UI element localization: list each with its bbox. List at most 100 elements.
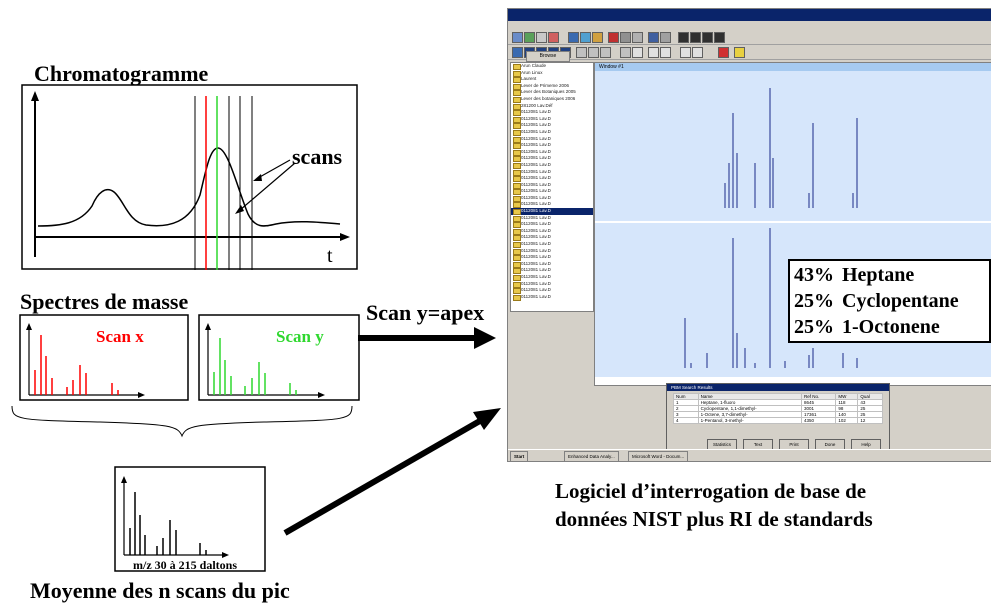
result-percent: 25%	[794, 316, 834, 338]
spectrum-y-peaks	[213, 338, 297, 395]
arrow	[26, 323, 32, 330]
scans-arrow-2	[239, 162, 296, 211]
tree-item[interactable]: 0112081 Lav.D	[511, 248, 593, 255]
tree-item[interactable]: Lever des Botaniques 2005	[511, 89, 593, 96]
tree-item[interactable]: 0112081 Lav.D	[511, 254, 593, 261]
tree-item[interactable]: 0112081 Lav.D	[511, 241, 593, 248]
tree-item[interactable]: 0112081 Lav.D	[511, 195, 593, 202]
result-row: 25% Cyclopentane	[794, 290, 959, 313]
tree-item[interactable]: 0112081 Lav.D	[511, 182, 593, 189]
tree-item[interactable]: 0112081 Lav.D	[511, 129, 593, 136]
tree-item[interactable]: 0112081 Lav.D	[511, 116, 593, 123]
table-cell: 4	[673, 417, 699, 424]
tree-item[interactable]: 0112081 Lav.D	[511, 208, 593, 215]
result-percent: 25%	[794, 290, 834, 312]
scans-arrowhead-1	[253, 174, 262, 181]
middle-spectrum-peaks	[684, 228, 858, 368]
spectrum-x-frame	[19, 314, 189, 401]
tree-item[interactable]: 0112081 Lav.D	[511, 221, 593, 228]
dialog-title: PBM Search Results	[667, 384, 889, 391]
scans-arrowhead-2	[235, 205, 244, 214]
time-axis-label: t	[327, 245, 333, 267]
mass-spectra-title: Spectres de masse	[20, 289, 189, 314]
arrow	[205, 323, 211, 330]
screenshot-spectra	[684, 88, 858, 368]
spectrum-pane-top	[595, 71, 991, 221]
average-spectrum-peaks	[129, 492, 207, 555]
tree-item[interactable]: 0112081 Lav.D	[511, 188, 593, 195]
spectrum-x-peaks	[34, 335, 119, 395]
result-name: Cyclopentane	[842, 290, 959, 312]
result-row: 43% Heptane	[794, 264, 914, 287]
scan-x-label: Scan x	[96, 327, 144, 346]
average-arrow	[283, 415, 487, 536]
tree-item[interactable]: 0112081 Lav.D	[511, 274, 593, 281]
tree-item[interactable]: 0112081 Lav.D	[511, 228, 593, 235]
tree-item[interactable]: Lever de Primeme 2006	[511, 83, 593, 90]
result-name: Heptane	[842, 264, 915, 286]
arrow	[222, 552, 229, 558]
tree-item[interactable]: 281200 Lav.Déf	[511, 103, 593, 110]
tree-item[interactable]: 0112081 Lav.D	[511, 149, 593, 156]
apex-arrowhead	[474, 327, 496, 349]
tree-item[interactable]: Lever des botaniques 2006	[511, 96, 593, 103]
arrow	[121, 476, 127, 483]
tree-item[interactable]: 0112081 Lav.D	[511, 162, 593, 169]
scan-apex-label: Scan y=apex	[366, 300, 485, 325]
identification-results-box: 43% Heptane 25% Cyclopentane 25% 1-Octonene	[788, 259, 991, 343]
tree-item[interactable]: Laurent	[511, 76, 593, 83]
mz-range-label: m/z 30 à 215 daltons	[133, 558, 238, 572]
window-titlebar	[508, 9, 991, 21]
y-axis-arrow	[31, 91, 39, 101]
chromatogram-frame	[21, 84, 358, 270]
table-cell: 102	[835, 417, 859, 424]
toolbar-2	[508, 45, 991, 60]
tree-item[interactable]: 0112081 Lav.D	[511, 261, 593, 268]
scans-arrow-1	[257, 159, 291, 179]
arrow	[318, 392, 325, 398]
menu-bar	[508, 21, 991, 30]
start-button[interactable]: Start	[510, 451, 529, 461]
scan-y-label: Scan y	[276, 327, 324, 346]
tree-item[interactable]: 0112081 Lav.D	[511, 281, 593, 288]
arrow	[138, 392, 145, 398]
tree-item[interactable]: Arun Linux	[511, 70, 593, 77]
tree-item[interactable]: 0112081 Lav.D	[511, 122, 593, 129]
table-cell: 12	[857, 417, 883, 424]
tree-item[interactable]: 0112081 Lav.D	[511, 234, 593, 242]
taskbar: Start Enhanced Data Analy... Microsoft W…	[508, 449, 991, 461]
toolbar-1	[508, 30, 991, 45]
tree-item[interactable]: 0112081 Lav.D	[511, 136, 593, 143]
average-caption: Moyenne des n scans du pic	[30, 578, 290, 603]
plot-window-title: Window #1	[595, 63, 991, 71]
brace	[11, 405, 353, 438]
browse-button[interactable]: Browse	[526, 51, 570, 62]
tree-item[interactable]: 0112081 Lav.D	[511, 155, 593, 162]
top-spectrum-peaks	[724, 88, 858, 208]
tree-item[interactable]: Arun Claude	[511, 63, 593, 70]
result-name: 1-Octonene	[842, 316, 940, 338]
chromatogram-title: Chromatogramme	[34, 61, 209, 86]
software-caption-line1: Logiciel d’interrogation de base de	[555, 479, 867, 503]
tree-item[interactable]: 0112081 Lav.D	[511, 215, 593, 222]
taskbar-item[interactable]: Microsoft Word - Docum...	[628, 451, 689, 461]
tree-item[interactable]: 0112081 Lav.D	[511, 294, 593, 301]
average-arrowhead	[473, 408, 501, 430]
taskbar-item[interactable]: Enhanced Data Analy...	[564, 451, 619, 461]
tree-item[interactable]: 0112081 Lav.D	[511, 169, 593, 176]
table-cell: 4350	[801, 417, 837, 424]
tree-item[interactable]: 0112081 Lav.D	[511, 267, 593, 274]
tree-item[interactable]: 0112081 Lav.D	[511, 142, 593, 149]
tree-item[interactable]: 0112081 Lav.D	[511, 109, 593, 116]
tree-item[interactable]: 0112081 Lav.D	[511, 287, 593, 294]
tree-item[interactable]: 0112081 Lav.D	[511, 201, 593, 209]
tree-item[interactable]: 0112081 Lav.D	[511, 175, 593, 182]
result-percent: 43%	[794, 264, 834, 286]
